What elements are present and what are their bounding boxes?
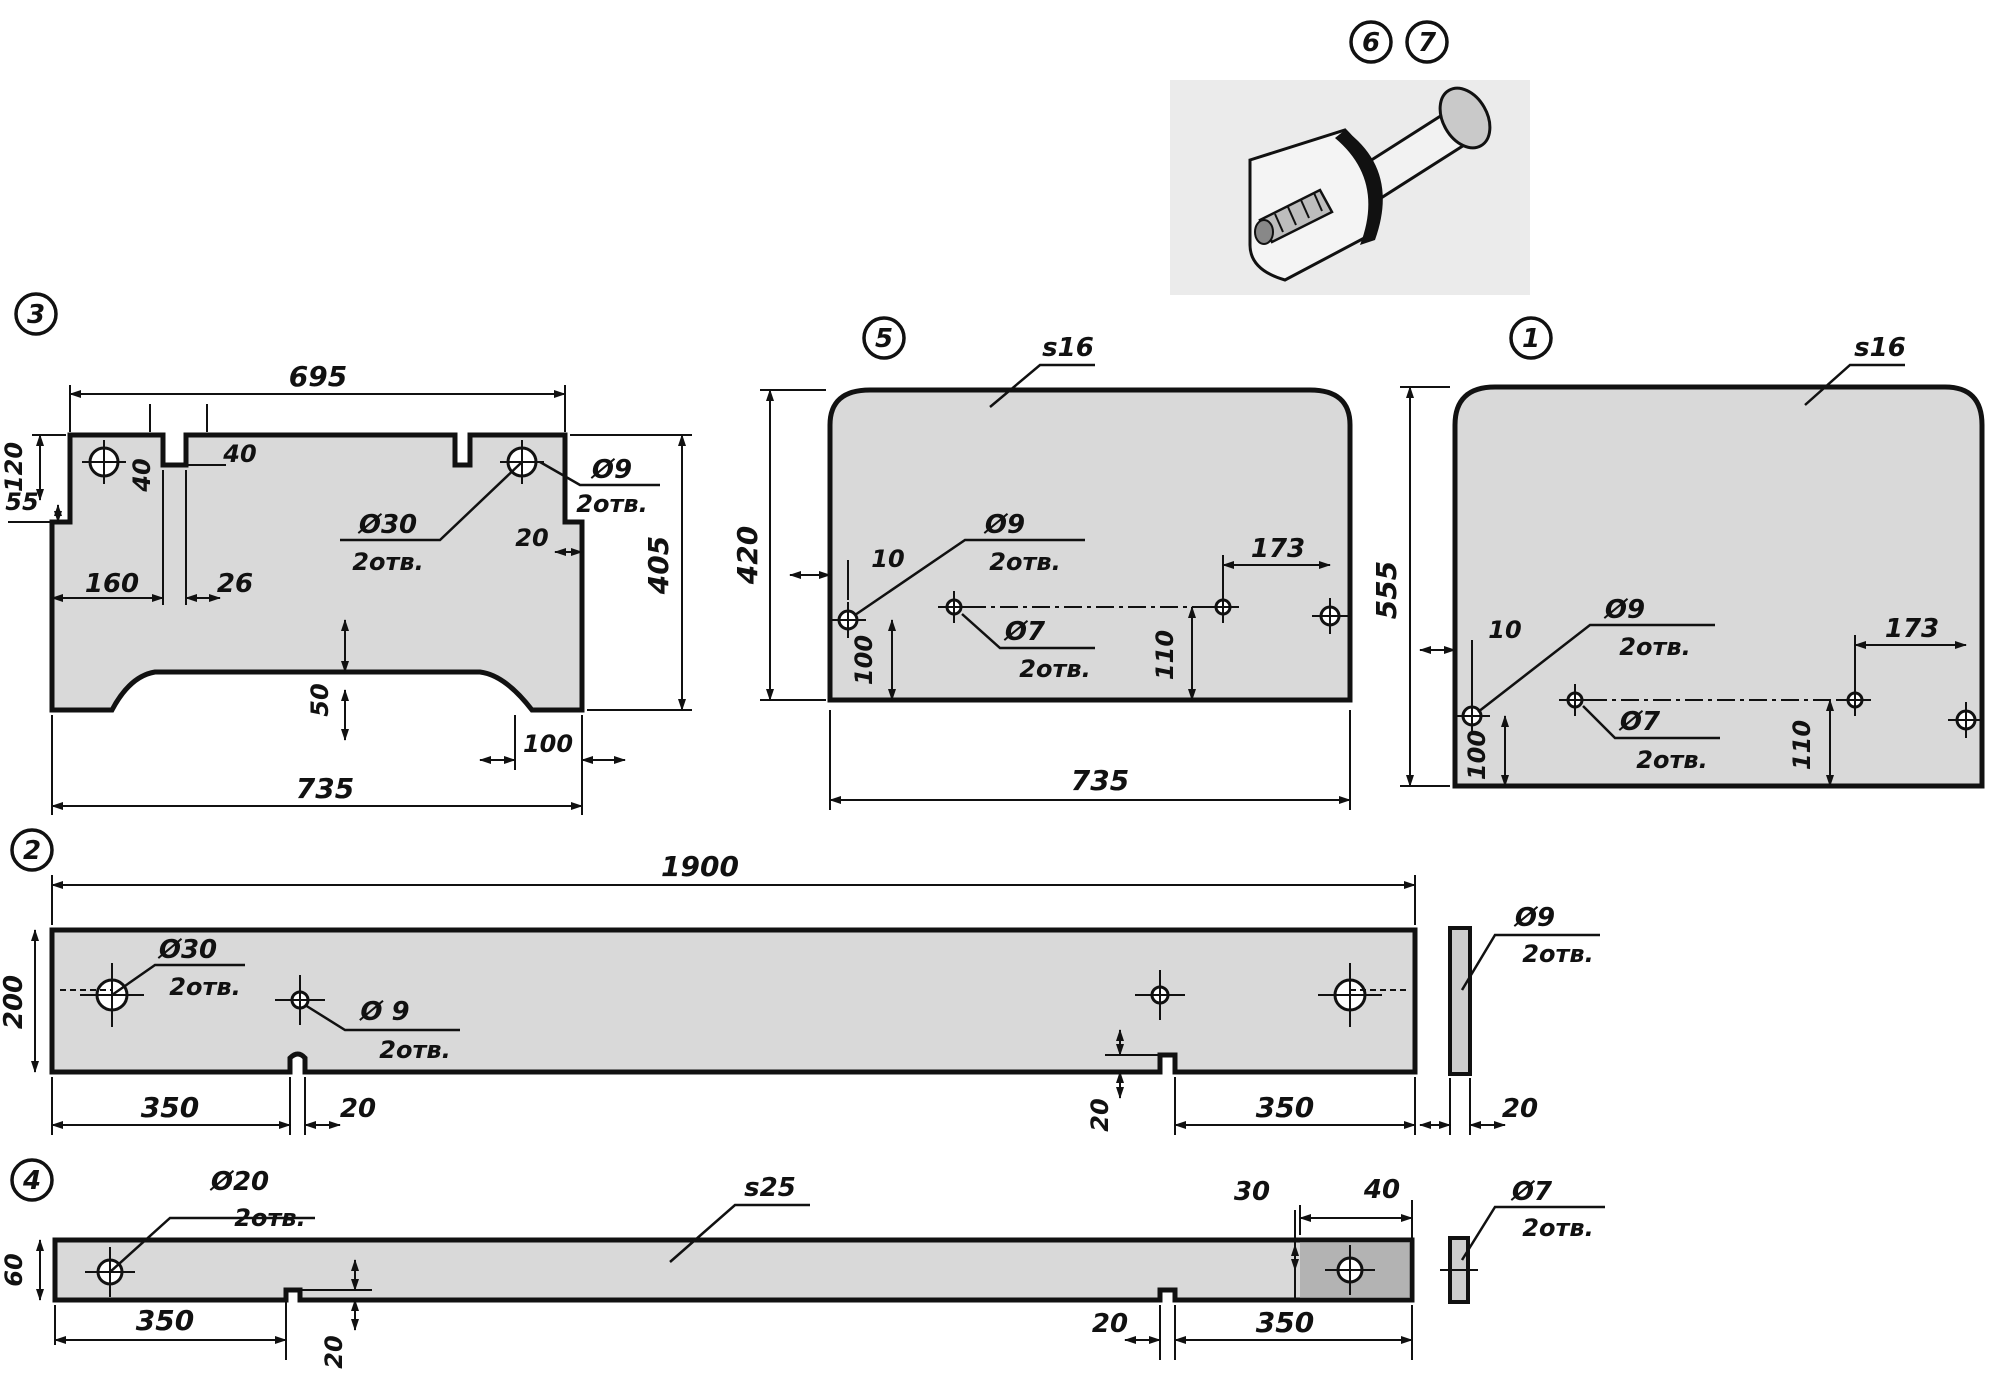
dim-1-dia9: Ø9 bbox=[1603, 595, 1645, 625]
dim-5-dia9-count: 2отв. bbox=[989, 548, 1060, 576]
dim-4-20-depth: 20 bbox=[320, 1335, 348, 1368]
dim-4-30: 30 bbox=[1234, 1177, 1270, 1207]
dim-5-dia7-count: 2отв. bbox=[1019, 655, 1090, 683]
part-number-7: 7 bbox=[1418, 28, 1437, 58]
dim-4-s25: s25 bbox=[744, 1173, 796, 1203]
dim-2-dia9: Ø 9 bbox=[358, 997, 409, 1027]
dim-3-40-vertical: 40 bbox=[128, 458, 156, 492]
dim-5-10: 10 bbox=[871, 545, 904, 573]
dim-1-dia7-count: 2отв. bbox=[1636, 746, 1707, 774]
dim-2-dia30-count: 2отв. bbox=[169, 973, 240, 1001]
dim-2-200: 200 bbox=[0, 975, 29, 1029]
dim-1-555: 555 bbox=[1370, 561, 1403, 619]
part-2-beam: 2 1900 200 350 20 350 bbox=[0, 828, 1600, 1135]
dim-1-dia9-count: 2отв. bbox=[1619, 633, 1690, 661]
dim-3-dia30: Ø30 bbox=[357, 510, 417, 540]
dim-2-20-side: 20 bbox=[1502, 1094, 1538, 1124]
part-1-panel: 1 s16 555 10 100 110 173 bbox=[1370, 316, 1985, 789]
dim-3-735: 735 bbox=[296, 772, 354, 805]
part-5-panel: 5 s16 420 735 10 100 110 bbox=[731, 316, 1353, 810]
dim-5-420: 420 bbox=[731, 526, 764, 585]
part-3-panel: 3 695 735 405 120 55 40 4 bbox=[0, 292, 692, 815]
dim-3-160: 160 bbox=[85, 569, 139, 599]
dim-2-20-depth: 20 bbox=[1086, 1098, 1114, 1131]
dim-2-350-left: 350 bbox=[141, 1091, 199, 1124]
dim-3-405: 405 bbox=[642, 536, 675, 595]
clamp-screw-illustration: 6 7 bbox=[1170, 20, 1530, 295]
dim-4-350-right: 350 bbox=[1256, 1306, 1314, 1339]
dim-2-side-dia9: Ø9 bbox=[1513, 903, 1555, 933]
dim-3-20: 20 bbox=[515, 524, 548, 552]
part-number-1: 1 bbox=[1522, 324, 1540, 354]
dim-2-side-dia9-count: 2отв. bbox=[1522, 940, 1593, 968]
part-number-5: 5 bbox=[875, 324, 893, 354]
part-number-2: 2 bbox=[23, 836, 41, 866]
dim-3-50: 50 bbox=[306, 683, 334, 716]
dim-1-dia7: Ø7 bbox=[1618, 707, 1661, 737]
dim-1-100: 100 bbox=[1463, 730, 1491, 780]
dim-3-100: 100 bbox=[523, 730, 573, 758]
dim-2-dia30: Ø30 bbox=[157, 935, 217, 965]
dim-1-10: 10 bbox=[1488, 616, 1521, 644]
dim-3-dia30-count: 2отв. bbox=[352, 548, 423, 576]
dim-5-110: 110 bbox=[1151, 630, 1179, 680]
dim-2-20-slot: 20 bbox=[340, 1094, 376, 1124]
dim-1-173: 173 bbox=[1885, 614, 1939, 644]
dim-4-20-slot: 20 bbox=[1092, 1309, 1128, 1339]
dim-3-40: 40 bbox=[222, 440, 256, 468]
dim-3-26: 26 bbox=[217, 569, 253, 599]
dim-2-350-right: 350 bbox=[1256, 1091, 1314, 1124]
dim-3-695: 695 bbox=[289, 360, 347, 393]
dim-3-55: 55 bbox=[5, 488, 38, 516]
dim-4-dia20: Ø20 bbox=[209, 1167, 269, 1197]
part-number-3: 3 bbox=[27, 300, 45, 330]
dim-4-dia7-count: 2отв. bbox=[1522, 1214, 1593, 1242]
dim-3-dia9-count: 2отв. bbox=[576, 490, 647, 518]
dim-5-s16: s16 bbox=[1042, 333, 1094, 363]
dim-1-110: 110 bbox=[1788, 720, 1816, 770]
dim-5-100: 100 bbox=[850, 635, 878, 685]
dim-4-60: 60 bbox=[0, 1253, 28, 1286]
dim-4-dia7: Ø7 bbox=[1510, 1177, 1553, 1207]
dim-2-dia9-count: 2отв. bbox=[379, 1036, 450, 1064]
part-number-6: 6 bbox=[1362, 28, 1380, 58]
part-number-4: 4 bbox=[22, 1166, 41, 1196]
dim-5-173: 173 bbox=[1251, 534, 1305, 564]
dim-2-1900: 1900 bbox=[661, 850, 739, 883]
dim-1-s16: s16 bbox=[1854, 333, 1906, 363]
part-4-bar: 4 s25 60 Ø20 2отв. 30 40 Ø7 2отв. bbox=[0, 1158, 1605, 1369]
dim-5-dia9: Ø9 bbox=[983, 510, 1025, 540]
dim-5-dia7: Ø7 bbox=[1003, 617, 1046, 647]
dim-4-350-left: 350 bbox=[136, 1304, 194, 1337]
dim-4-40: 40 bbox=[1363, 1175, 1400, 1205]
dim-3-dia9: Ø9 bbox=[590, 455, 632, 485]
dim-3-120: 120 bbox=[0, 442, 28, 492]
dim-5-735: 735 bbox=[1071, 764, 1129, 797]
dim-4-dia20-count: 2отв. bbox=[234, 1204, 305, 1232]
